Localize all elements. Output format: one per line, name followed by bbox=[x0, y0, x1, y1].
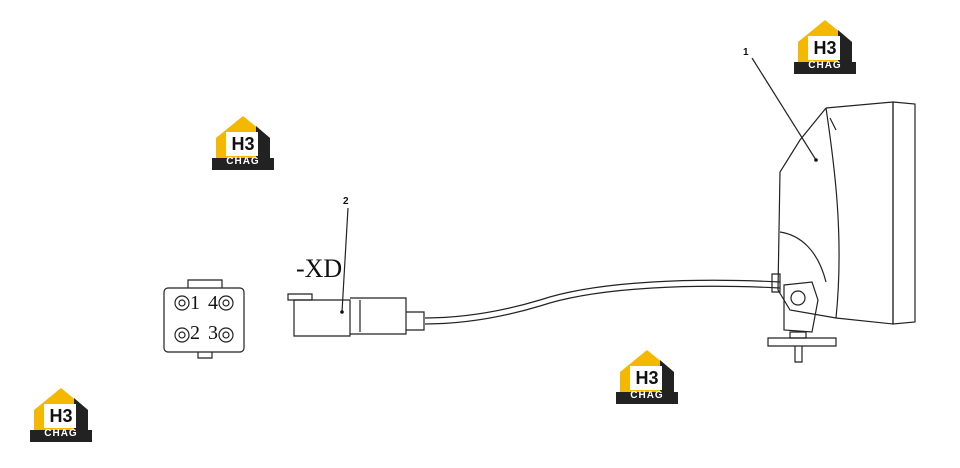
lamp-assembly bbox=[767, 101, 916, 363]
pin-label-4: 4 bbox=[208, 292, 218, 314]
logo-mark: H3 bbox=[49, 406, 73, 426]
logo-text: CHAG bbox=[226, 156, 260, 167]
callout-1: 1 bbox=[743, 47, 749, 58]
connector-face bbox=[163, 279, 245, 359]
logo-mark: H3 bbox=[813, 38, 837, 58]
watermark-logo: H3 CHAG bbox=[30, 384, 92, 442]
logo-text: CHAG bbox=[808, 60, 842, 71]
leader-1 bbox=[751, 57, 817, 161]
watermark-logo: H3 CHAG bbox=[616, 346, 678, 404]
watermark-logo: H3 CHAG bbox=[794, 16, 856, 74]
cable bbox=[424, 279, 781, 319]
logo-text: CHAG bbox=[630, 390, 664, 401]
pin-label-3: 3 bbox=[208, 322, 218, 344]
connector-designator: -XD bbox=[296, 254, 343, 283]
watermark-logo: H3 CHAG bbox=[212, 112, 274, 170]
logo-mark: H3 bbox=[231, 134, 255, 154]
logo-text: CHAG bbox=[44, 428, 78, 439]
connector-xd bbox=[287, 293, 425, 337]
leader-2 bbox=[341, 207, 349, 313]
callout-2: 2 bbox=[343, 196, 349, 207]
pin-label-2: 2 bbox=[190, 322, 200, 344]
pin-label-1: 1 bbox=[190, 292, 200, 314]
logo-mark: H3 bbox=[635, 368, 659, 388]
